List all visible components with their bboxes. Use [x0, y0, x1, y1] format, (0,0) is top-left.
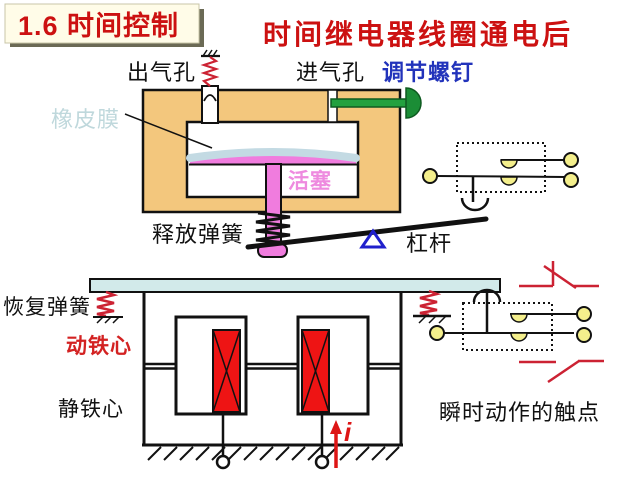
delay-dome-icon — [472, 288, 502, 303]
outlet-valve-dome — [203, 94, 217, 102]
label-lever: 杠杆 — [406, 231, 452, 256]
armature-plate — [89, 278, 501, 293]
label-piston: 活塞 — [288, 169, 332, 193]
label-static-core: 静铁心 — [58, 398, 124, 421]
label-air-inlet: 进气孔 — [296, 60, 365, 85]
coil-right — [301, 329, 330, 413]
terminal — [563, 172, 579, 188]
no-contact-symbol — [519, 359, 604, 384]
rubber-membrane — [186, 148, 360, 162]
air-outlet-tube — [201, 85, 219, 124]
section-title-badge: 1.6 时间控制 — [4, 3, 204, 47]
contact-pad — [510, 332, 528, 342]
delayed-contact-upper — [422, 142, 579, 212]
coil-cross — [301, 329, 330, 413]
adjusting-screw-rod — [330, 98, 408, 108]
electromagnet — [142, 291, 403, 470]
coil-terminal — [314, 454, 330, 470]
label-adjusting-screw: 调节螺钉 — [382, 60, 474, 85]
label-air-outlet: 出气孔 — [127, 60, 196, 85]
badge-text: 1.6 时间控制 — [18, 11, 179, 41]
instant-contact-group — [429, 288, 592, 351]
label-current: i — [344, 417, 352, 447]
ground-hatch — [96, 316, 120, 324]
nc-blade — [543, 264, 577, 290]
label-rubber-membrane: 橡皮膜 — [51, 107, 120, 132]
label-moving-core: 动铁心 — [66, 334, 132, 358]
coil-terminal — [215, 454, 231, 470]
coil-cross — [212, 329, 241, 413]
terminal — [563, 152, 579, 168]
ground-hatch — [418, 315, 447, 324]
recovery-spring — [93, 290, 123, 324]
membrane-leader-line — [124, 113, 213, 149]
label-instant-contacts: 瞬时动作的触点 — [439, 400, 600, 425]
valve-anchor-hatch — [202, 49, 218, 57]
foundation-hatch — [147, 446, 400, 461]
fulcrum-triangle — [359, 228, 387, 249]
recovery-spring-icon — [96, 290, 119, 318]
label-release-spring: 释放弹簧 — [152, 222, 244, 247]
label-recovery-spring: 恢复弹簧 — [3, 296, 91, 319]
current-arrowhead — [330, 420, 342, 434]
pneumatic-chamber — [124, 49, 422, 258]
dashed-frame-upper — [456, 142, 546, 193]
adjusting-screw-knob — [405, 87, 422, 119]
terminal — [429, 325, 445, 341]
terminal — [576, 306, 592, 322]
dashed-frame-lower — [462, 302, 553, 351]
badge-box — [4, 3, 200, 44]
lever-bar — [245, 216, 489, 250]
release-spring-icon — [255, 211, 291, 245]
outlet-valve-spring-icon — [200, 56, 220, 87]
nc-contact-symbol — [519, 261, 599, 290]
delay-cup-icon — [460, 197, 490, 212]
terminal — [422, 168, 438, 184]
contact-pad — [500, 159, 518, 169]
no-blade — [547, 359, 580, 384]
plate-return-spring — [413, 289, 451, 324]
coil-left — [212, 329, 241, 413]
plate-spring-icon — [419, 289, 442, 317]
page-title: 时间继电器线圈通电后 — [263, 18, 573, 50]
contact-pad — [510, 313, 528, 323]
contact-pad — [500, 176, 518, 186]
terminal — [576, 327, 592, 343]
